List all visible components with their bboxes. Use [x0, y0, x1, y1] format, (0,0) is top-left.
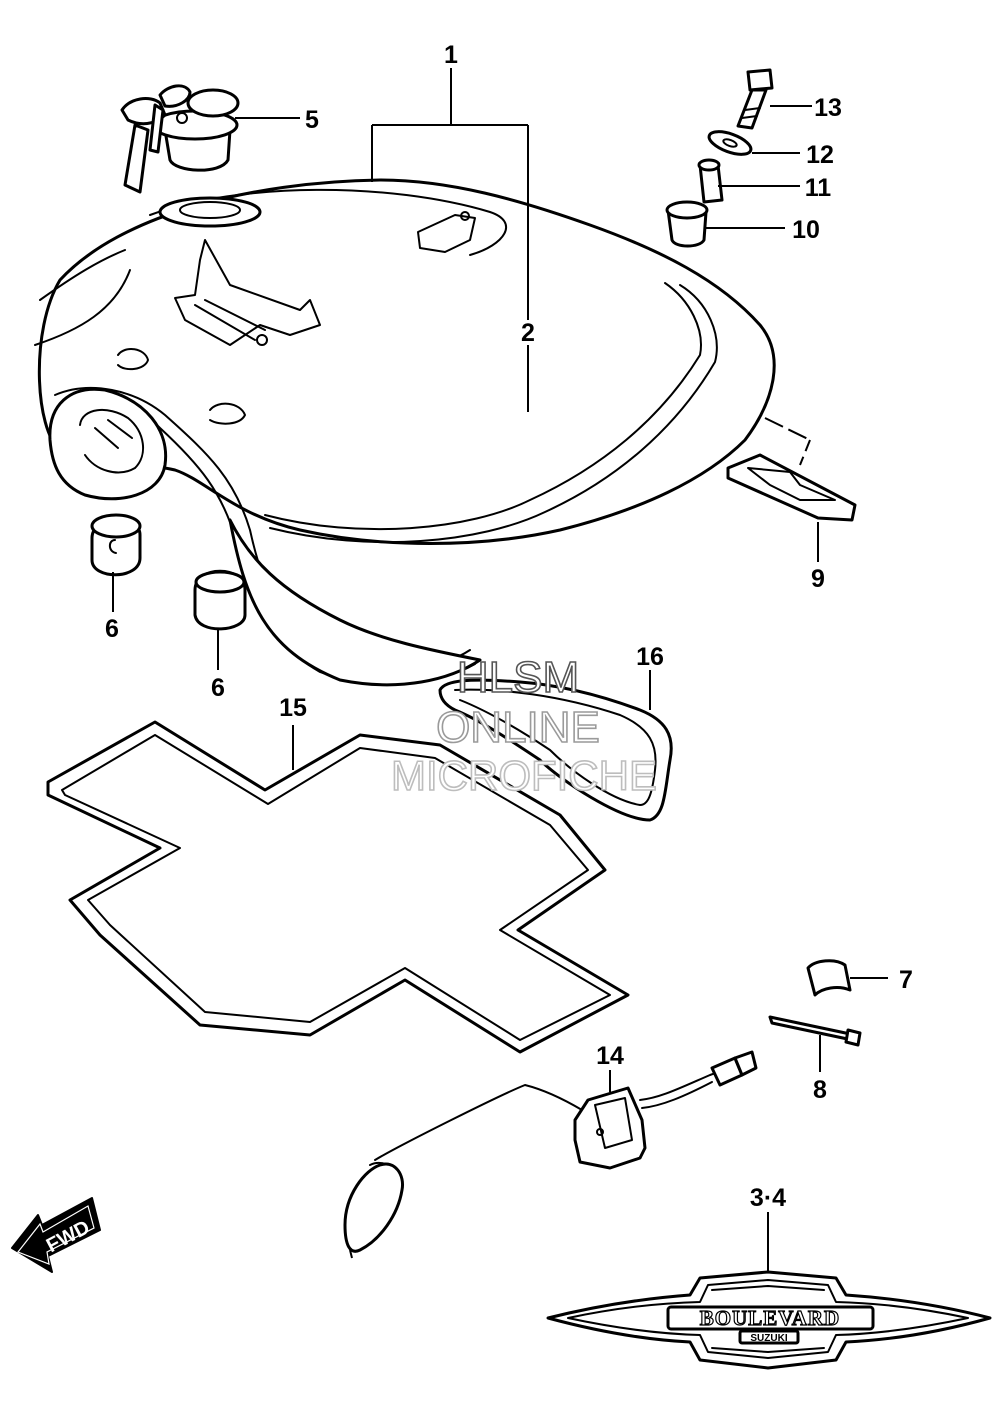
cable-tie — [768, 1015, 862, 1072]
callout-1: 1 — [444, 41, 458, 69]
cushion — [665, 200, 785, 248]
callout-3-4: 3·4 — [750, 1184, 786, 1212]
watermark-line-2: ONLINE — [436, 703, 600, 752]
callout-7: 7 — [899, 966, 913, 994]
callout-13: 13 — [814, 94, 842, 122]
callout-2: 2 — [521, 319, 535, 347]
callout-14: 14 — [596, 1042, 624, 1070]
callout-9: 9 — [811, 565, 825, 593]
washer — [707, 130, 800, 156]
callout-10: 10 — [792, 216, 820, 244]
cap-left — [90, 513, 142, 612]
watermark: HLSM ONLINE MICROFICHE — [390, 652, 658, 800]
clamp — [806, 959, 888, 997]
boulevard-emblem: BOULEVARD SUZUKI — [546, 1212, 992, 1370]
tank-pad-15 — [46, 720, 630, 1054]
fuel-tank — [34, 178, 776, 687]
forward-arrow-icon: FWD — [11, 1197, 101, 1273]
bolt — [736, 68, 812, 130]
callout-11: 11 — [805, 174, 832, 202]
callout-16: 16 — [636, 643, 664, 671]
fuel-level-gauge — [343, 1050, 758, 1259]
callout-5: 5 — [305, 106, 319, 134]
watermark-line-1: HLSM — [457, 653, 579, 702]
emblem-maker-text: SUZUKI — [750, 1333, 787, 1344]
callout-1-2-bracket — [371, 68, 529, 412]
tank-pad-16 — [438, 670, 673, 822]
callout-8: 8 — [813, 1076, 827, 1104]
rear-cushion-pad — [726, 417, 857, 562]
collar — [697, 158, 800, 204]
callout-6b: 6 — [211, 674, 225, 702]
callout-15: 15 — [279, 694, 307, 722]
watermark-line-3: MICROFICHE — [391, 752, 657, 799]
callout-6a: 6 — [105, 615, 119, 643]
emblem-brand-text: BOULEVARD — [700, 1306, 840, 1330]
cap-right — [193, 569, 247, 670]
fuel-cap-with-keys — [120, 84, 300, 194]
callout-12: 12 — [806, 141, 834, 169]
callout-numbers: 1 2 3·4 5 6 6 7 8 9 10 11 12 13 14 15 16 — [105, 41, 913, 1212]
